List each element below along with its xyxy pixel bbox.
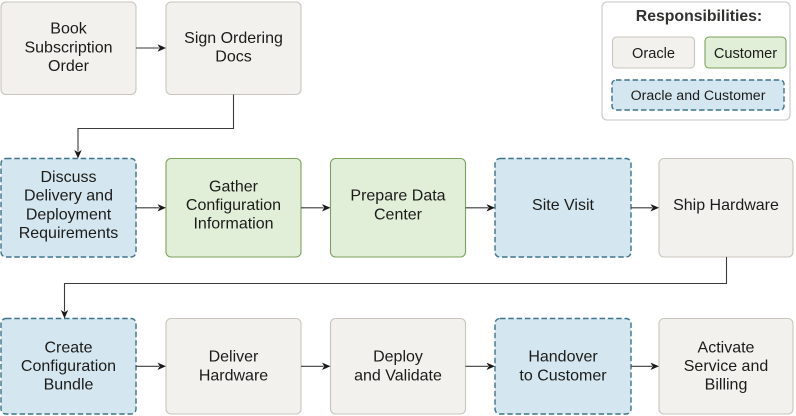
svg-text:Gather: Gather [209,178,259,195]
svg-text:Information: Information [193,216,273,233]
svg-text:Center: Center [374,206,423,223]
svg-text:Configuration: Configuration [186,197,281,214]
svg-text:Book: Book [50,21,87,38]
svg-text:Handover: Handover [528,349,598,366]
svg-text:Prepare Data: Prepare Data [350,188,445,205]
svg-text:Deployment: Deployment [26,206,112,223]
svg-text:and Validate: and Validate [354,367,442,384]
svg-text:Responsibilities:: Responsibilities: [636,8,762,25]
svg-text:to Customer: to Customer [519,367,607,384]
svg-text:Ship Hardware: Ship Hardware [673,197,779,214]
svg-text:Discuss: Discuss [40,169,96,186]
svg-text:Hardware: Hardware [199,367,268,384]
svg-text:Billing: Billing [705,377,748,394]
svg-text:Requirements: Requirements [19,225,119,242]
svg-text:Activate: Activate [698,339,755,356]
svg-text:Create: Create [44,339,92,356]
svg-text:Docs: Docs [215,49,251,66]
svg-text:Site Visit: Site Visit [532,197,595,214]
svg-text:Deploy: Deploy [373,349,423,366]
svg-text:Sign Ordering: Sign Ordering [184,30,283,47]
svg-text:Bundle: Bundle [44,377,94,394]
svg-text:Oracle: Oracle [632,46,675,62]
svg-text:Delivery and: Delivery and [24,188,113,205]
svg-text:Subscription: Subscription [24,39,112,56]
svg-text:Deliver: Deliver [209,349,259,366]
svg-text:Service and: Service and [684,358,769,375]
svg-text:Configuration: Configuration [21,358,116,375]
svg-text:Oracle and Customer: Oracle and Customer [631,88,766,104]
svg-text:Order: Order [48,58,90,75]
svg-text:Customer: Customer [714,46,777,62]
